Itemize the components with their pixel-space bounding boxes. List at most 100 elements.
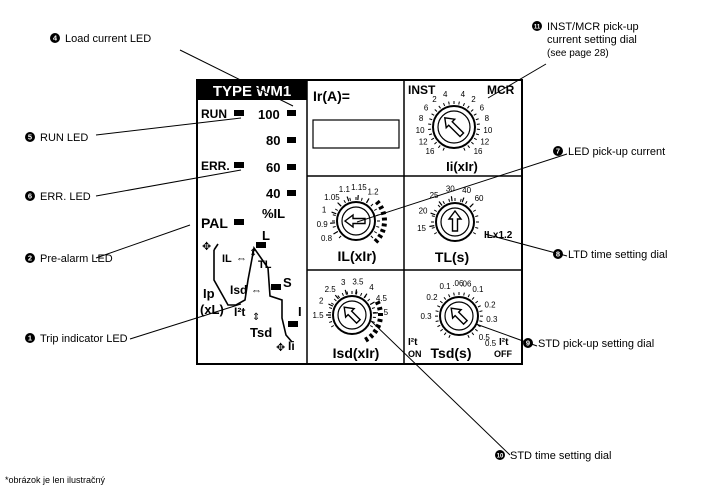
- dial-tick-mark: [438, 201, 443, 206]
- dial-minor-tick: [433, 209, 438, 212]
- load-level-80: 80: [266, 133, 280, 148]
- dial-tick-label: 2: [319, 297, 324, 306]
- dial-minor-tick: [477, 305, 481, 308]
- dial-minor-tick: [370, 203, 374, 207]
- tsd-left-tick-label: 0.1: [439, 282, 451, 291]
- dial-tick-mark: [430, 212, 436, 216]
- dial-minor-tick: [329, 307, 333, 309]
- dial-pointer-icon: [447, 209, 463, 232]
- ii-left-tick-label: 2: [432, 95, 437, 104]
- callout-marker: [25, 253, 35, 263]
- tsd-left-tick-label: 0.2: [426, 293, 438, 302]
- curve-s-led: [271, 284, 281, 290]
- dial-range-mark: [374, 300, 381, 306]
- dial-minor-tick: [334, 208, 339, 211]
- curve-isd: Isd: [230, 283, 247, 297]
- callout-text: Trip indicator LED: [40, 333, 128, 345]
- dial-minor-tick: [431, 113, 435, 116]
- tsd-left-tick-label: .06: [452, 279, 464, 288]
- dial-tick-label: 3: [341, 278, 346, 287]
- dial-range-mark: [364, 336, 370, 343]
- callout-marker: [523, 338, 533, 348]
- curve-s: S: [283, 275, 292, 290]
- tl-dial[interactable]: [435, 202, 475, 242]
- dial-minor-tick: [439, 300, 443, 304]
- tsd-on: ON: [408, 349, 422, 359]
- callout-number: 7: [556, 147, 560, 156]
- dial-minor-tick: [475, 226, 479, 229]
- load-level-40: 40: [266, 186, 280, 201]
- dial-tick-label: 30: [446, 184, 455, 193]
- dial-inner-ring: [337, 300, 367, 330]
- dial-minor-tick: [435, 310, 439, 312]
- dial-minor-tick: [475, 133, 479, 136]
- dial-minor-tick: [429, 133, 433, 136]
- tsd-right-tick-label: .06: [460, 280, 472, 289]
- dial-range-mark: [374, 199, 381, 206]
- dial-tick-label: 20: [419, 206, 428, 215]
- callout-number: 2: [28, 254, 32, 263]
- dial-inner-ring: [440, 207, 470, 237]
- dial-minor-tick: [437, 204, 441, 208]
- ii-left-tick-label: 10: [416, 126, 425, 135]
- tsd-dial-label: Tsd(s): [431, 345, 472, 361]
- dial-minor-tick: [448, 294, 451, 298]
- ii-left-tick-label: 12: [419, 137, 428, 146]
- dial-minor-tick: [462, 103, 465, 107]
- ii-right-tick-label: 12: [480, 137, 489, 146]
- ir-label: Ir(A)=: [313, 88, 350, 104]
- arrow-ii: ✥: [276, 342, 285, 354]
- callout-number: 6: [28, 192, 32, 201]
- ii-right-tick-label: 10: [483, 126, 492, 135]
- dial-minor-tick: [459, 198, 462, 202]
- il-dial[interactable]: [336, 199, 388, 244]
- tl-sub-label: ILx1.2: [484, 230, 513, 241]
- dial-minor-tick: [334, 231, 339, 234]
- dial-tick-mark: [346, 196, 350, 202]
- dial-minor-tick: [469, 204, 473, 208]
- dial-tick-label: 4: [369, 283, 374, 292]
- callout-text-line2: current setting dial: [547, 34, 637, 46]
- dial-minor-tick: [343, 199, 346, 204]
- footnote: *obrázok je len ilustračný: [5, 475, 106, 485]
- dial-range-mark: [376, 306, 383, 311]
- tsd-off: OFF: [494, 349, 512, 359]
- dial-tick-label: 0.8: [321, 234, 333, 243]
- dial-pointer-icon: [443, 116, 465, 138]
- dial-minor-tick: [338, 235, 342, 239]
- tsd-right-tick-label: 0.1: [472, 285, 484, 294]
- dial-minor-tick: [431, 226, 435, 229]
- isd-dial[interactable]: [332, 295, 384, 343]
- tsd-bottom-left-tick: 0.5: [485, 339, 497, 348]
- run-led: [234, 110, 244, 116]
- dial-minor-tick: [467, 105, 470, 109]
- dial-minor-tick: [467, 334, 470, 338]
- dial-minor-tick: [453, 292, 455, 296]
- callout-marker: [25, 132, 35, 142]
- tsd-dial[interactable]: [439, 296, 479, 336]
- ii-dial[interactable]: [432, 105, 476, 149]
- trip-curve: [213, 243, 293, 343]
- ii-right-tick-label: 8: [485, 114, 490, 123]
- curve-ip: Ip: [203, 286, 215, 301]
- load-level-100: 100: [258, 107, 280, 122]
- dial-minor-tick: [429, 118, 433, 121]
- curve-tl: TL: [258, 259, 272, 271]
- dial-minor-tick: [333, 298, 337, 302]
- ii-left-tick-label: 6: [424, 103, 429, 112]
- callout-number: 4: [53, 34, 58, 43]
- dial-minor-tick: [332, 225, 336, 228]
- callout-marker: [25, 191, 35, 201]
- curve-i2t: I²t: [234, 305, 245, 319]
- callout-number: 11: [534, 25, 541, 31]
- dial-minor-tick: [338, 203, 342, 207]
- dial-tick-label: 40: [462, 186, 471, 195]
- il-dial-label: IL(xIr): [338, 248, 377, 264]
- dial-tick-label: 1.15: [351, 183, 367, 192]
- curve-i-led: [288, 321, 298, 327]
- ir-display: [312, 119, 400, 149]
- dial-minor-tick: [473, 113, 477, 116]
- dial-pointer-icon: [343, 213, 366, 229]
- dial-minor-tick: [371, 321, 375, 323]
- dial-pointer-icon: [343, 306, 362, 325]
